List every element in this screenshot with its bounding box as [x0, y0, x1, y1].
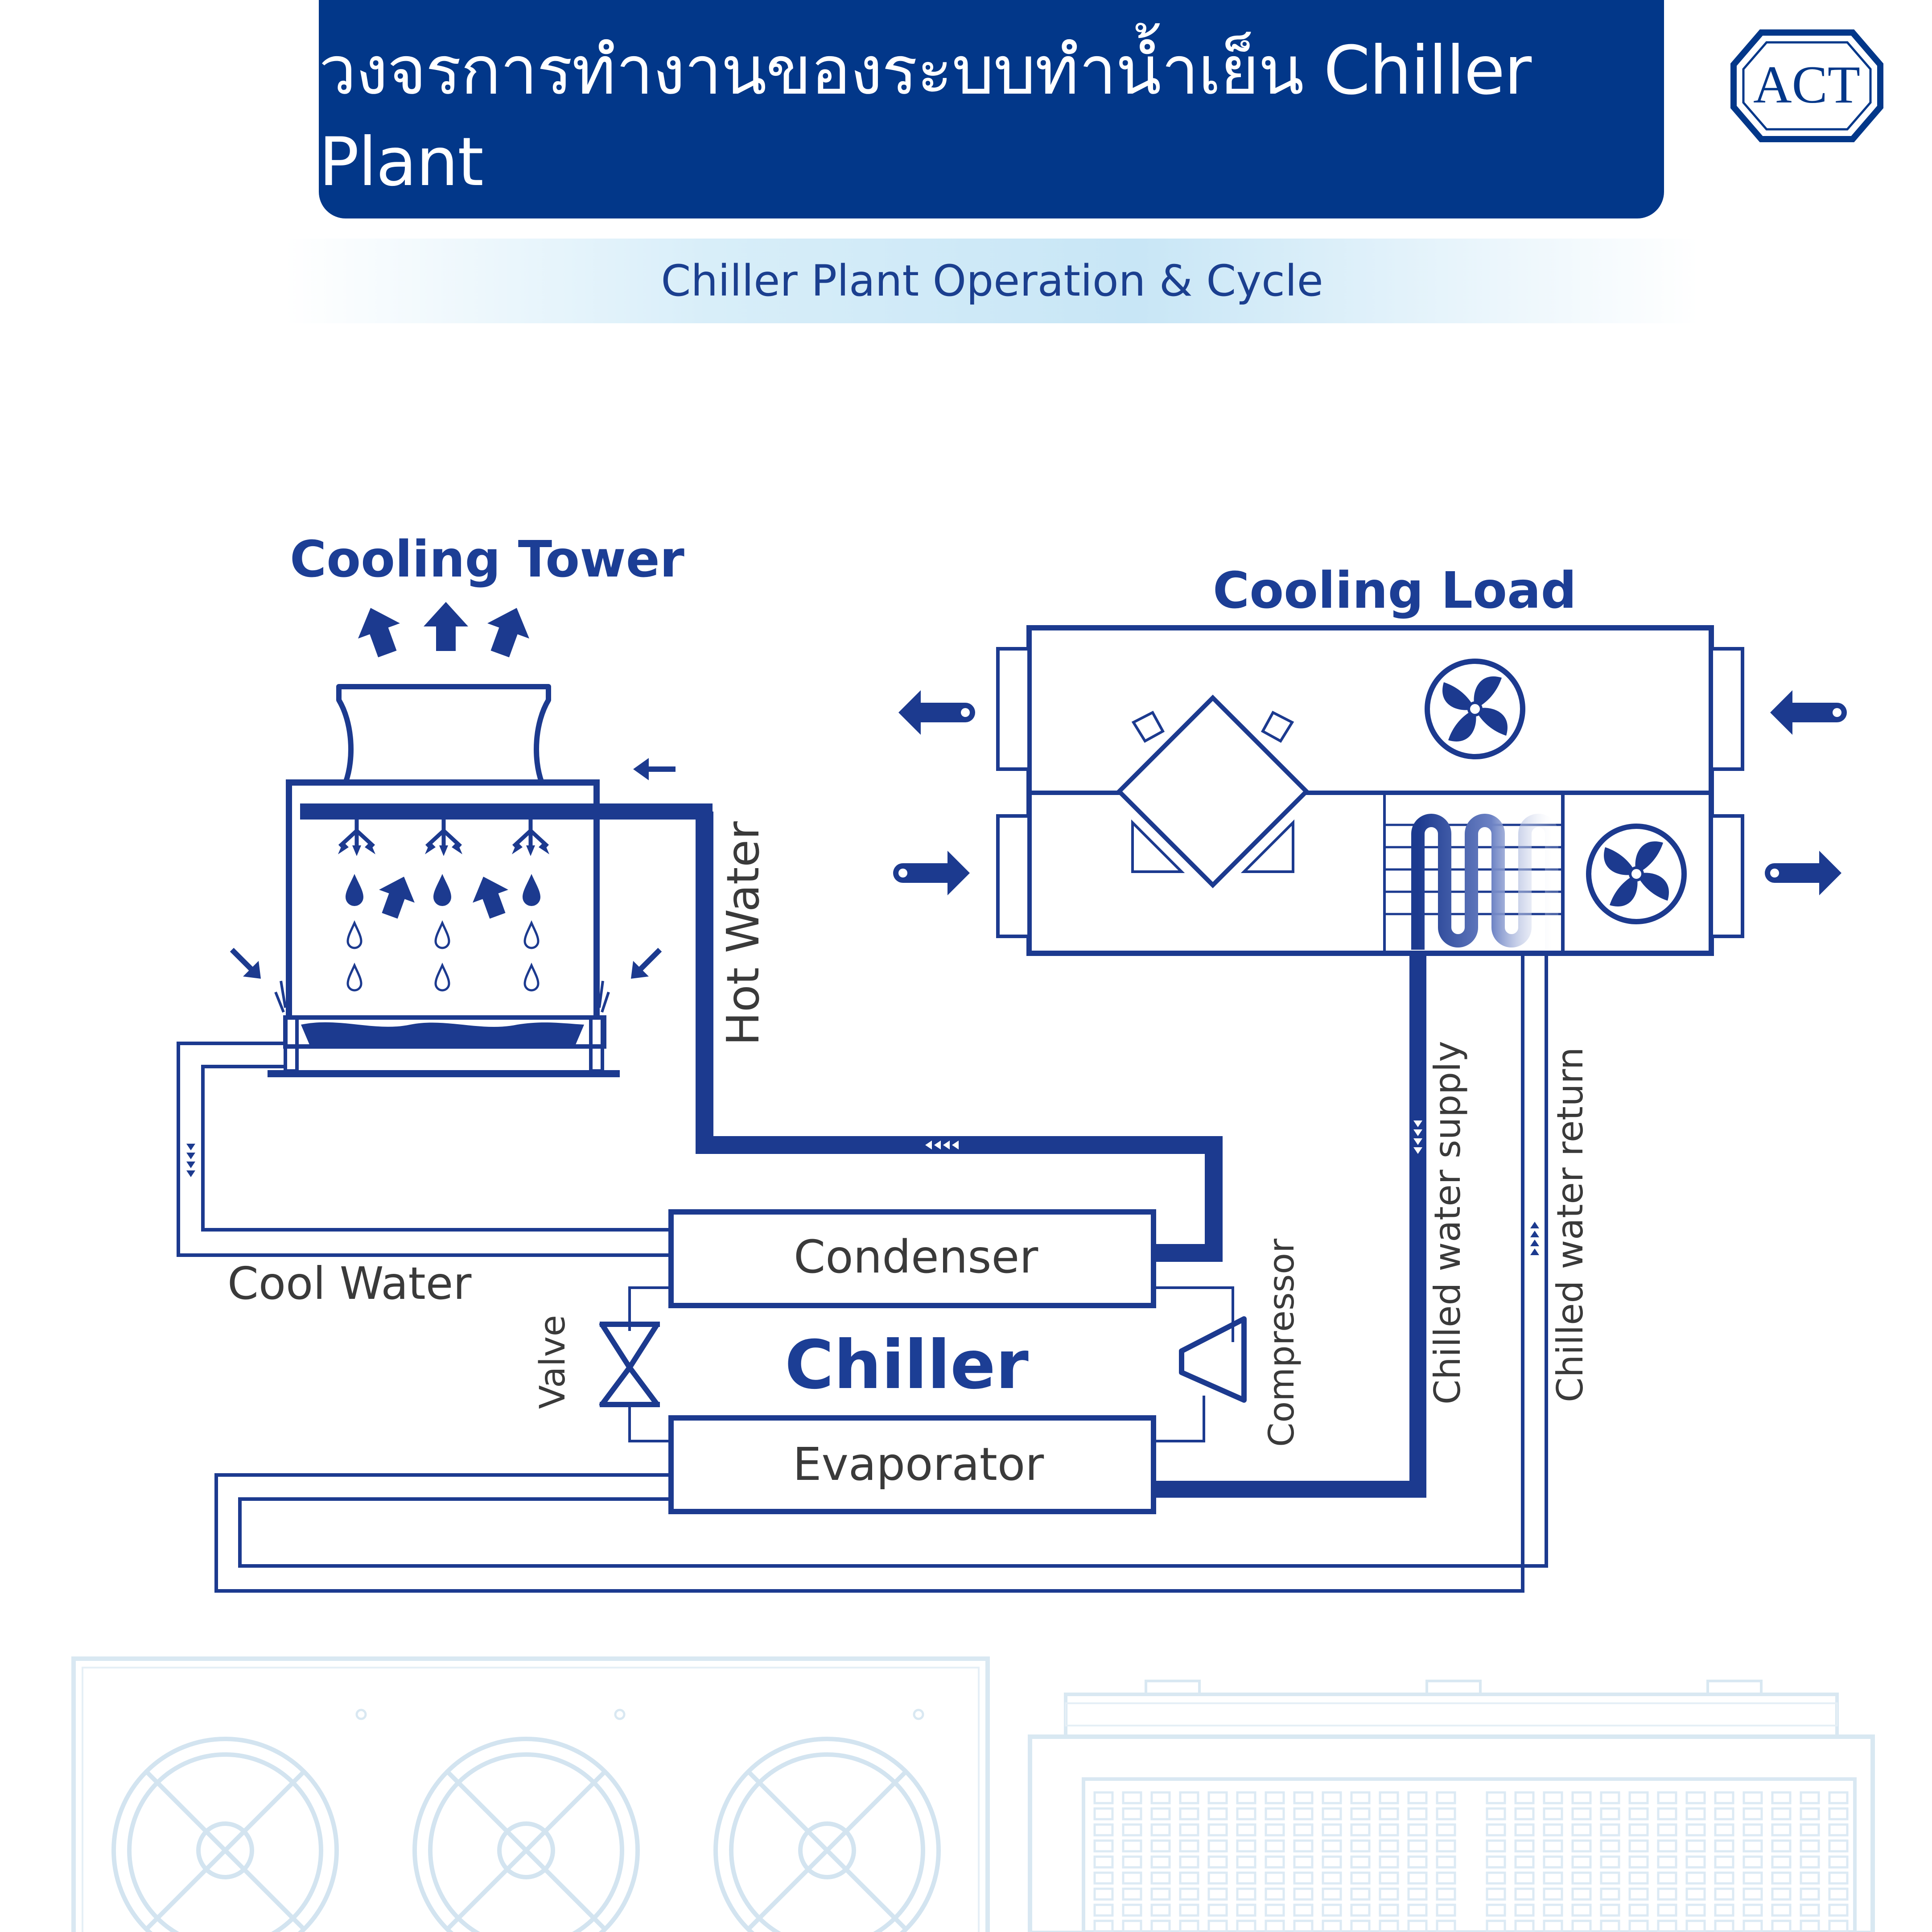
subtitle-band: Chiller Plant Operation & Cycle: [285, 239, 1699, 323]
chiller-label: Chiller: [785, 1326, 1029, 1404]
act-logo: ACT: [1730, 29, 1883, 142]
compressor-symbol: [1179, 1316, 1247, 1403]
chiller-unit: [599, 1209, 1247, 1514]
hot-water-in-arrow: [633, 758, 676, 780]
cooling-tower-label: Cooling Tower: [290, 531, 684, 589]
supply-flow-arrows: [1413, 1120, 1422, 1154]
logo-text: ACT: [1753, 55, 1860, 114]
return-pipe-inner: [238, 950, 1548, 1568]
chilled-water-return-label: Chilled water return: [1549, 1047, 1591, 1402]
cooling-tower: [230, 600, 713, 1077]
air-out-arrows: [350, 600, 538, 662]
compressor-label: Compressor: [1262, 1238, 1302, 1447]
condenser-box: [668, 1209, 1156, 1308]
hot-water-pipe: [696, 812, 1223, 1262]
cool-water-label: Cool Water: [227, 1257, 472, 1310]
air-out-left-arrow: [898, 690, 975, 735]
evaporator-label: Evaporator: [793, 1438, 1044, 1491]
return-flow-arrows: [1530, 1222, 1539, 1255]
cool-water-pipe-outer: [177, 1042, 669, 1257]
air-in-right-arrow: [1770, 690, 1847, 735]
header-banner: วงจรการทำงานของระบบทำน้ำเย็น Chiller Pla…: [319, 0, 1664, 218]
condenser-label: Condenser: [794, 1231, 1038, 1284]
cooling-load-label: Cooling Load: [1213, 562, 1577, 620]
air-in-arrow-right: [631, 947, 662, 979]
subtitle: Chiller Plant Operation & Cycle: [661, 256, 1323, 306]
fan-stack: [336, 684, 551, 785]
valve-label: Valve: [533, 1315, 573, 1409]
air-out-right-arrow: [1765, 851, 1841, 895]
chilled-water-supply-label: Chilled water supply: [1427, 1041, 1468, 1405]
heat-exchanger: [1116, 694, 1310, 889]
page-title: วงจรการทำงานของระบบทำน้ำเย็น Chiller Pla…: [319, 32, 1532, 201]
cool-water-pipe-inner: [201, 1065, 669, 1232]
valve-symbol: [599, 1322, 660, 1407]
evaporator-box: [668, 1415, 1156, 1514]
return-pipe-outer: [214, 950, 1524, 1593]
air-in-arrow-left: [230, 947, 261, 979]
cool-water-flow-arrows: [186, 1144, 195, 1177]
air-in-left-arrow: [893, 851, 970, 895]
background-equipment: [71, 1656, 1875, 1932]
hot-water-flow-arrows: [925, 1141, 959, 1149]
distribution-pipe: [300, 803, 713, 820]
hot-water-label: Hot Water: [717, 821, 769, 1046]
cooling-load-unit: [996, 625, 1744, 956]
cooling-coil: [1383, 793, 1563, 953]
